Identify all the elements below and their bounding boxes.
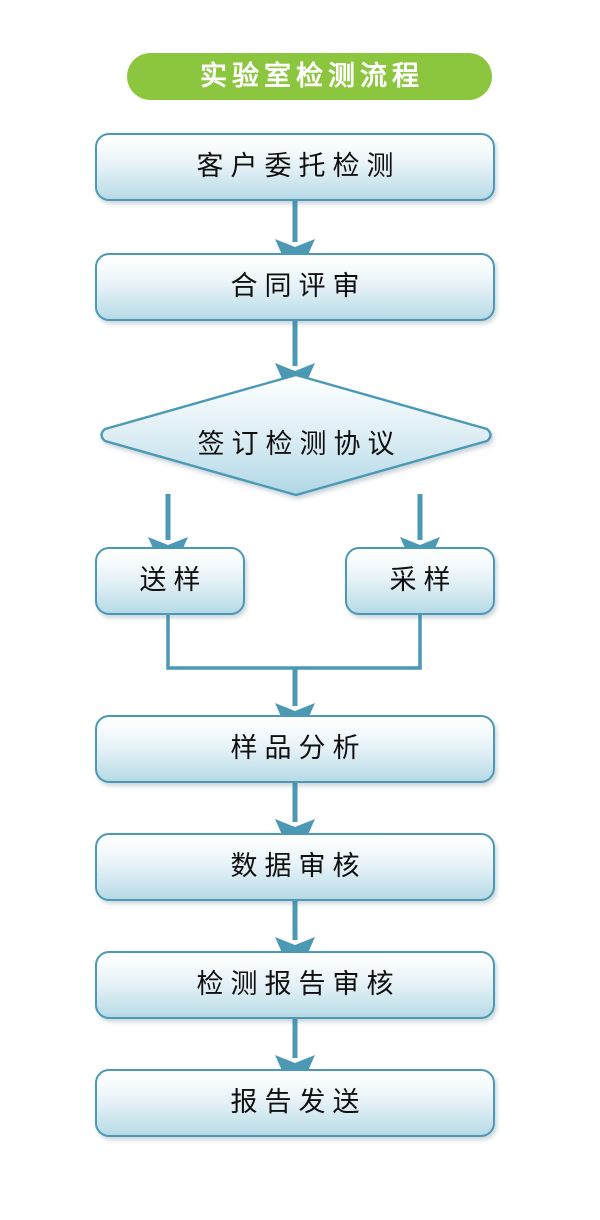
diagram-title-pill: 实验室检测流程 xyxy=(127,53,492,100)
flow-node-report-review[interactable]: 检测报告审核 xyxy=(95,951,495,1019)
flow-node-data-review[interactable]: 数据审核 xyxy=(95,833,495,901)
diamond-shape xyxy=(100,373,492,497)
flow-node-label: 数据审核 xyxy=(230,851,367,882)
edge-merge-to-analysis xyxy=(166,615,422,748)
flow-node-contract[interactable]: 合同评审 xyxy=(95,253,495,321)
flow-node-label: 报告发送 xyxy=(230,1087,367,1118)
flow-node-label: 样品分析 xyxy=(230,733,367,764)
flow-node-label: 合同评审 xyxy=(230,271,367,302)
flow-node-agreement[interactable]: 签订检测协议 xyxy=(95,372,497,498)
flow-node-report-send[interactable]: 报告发送 xyxy=(95,1069,495,1137)
flow-node-label: 签订检测协议 xyxy=(197,428,402,460)
flow-node-label: 送样 xyxy=(139,565,208,596)
page-title: 实验室检测流程 xyxy=(200,61,424,92)
flow-node-collect-sample[interactable]: 采样 xyxy=(345,547,495,615)
flow-node-label: 检测报告审核 xyxy=(196,969,401,1000)
flow-node-entrust[interactable]: 客户委托检测 xyxy=(95,133,495,201)
flow-node-label: 采样 xyxy=(389,565,458,596)
flow-node-send-sample[interactable]: 送样 xyxy=(95,547,245,615)
flow-node-label: 客户委托检测 xyxy=(196,151,401,182)
flow-node-analysis[interactable]: 样品分析 xyxy=(95,715,495,783)
